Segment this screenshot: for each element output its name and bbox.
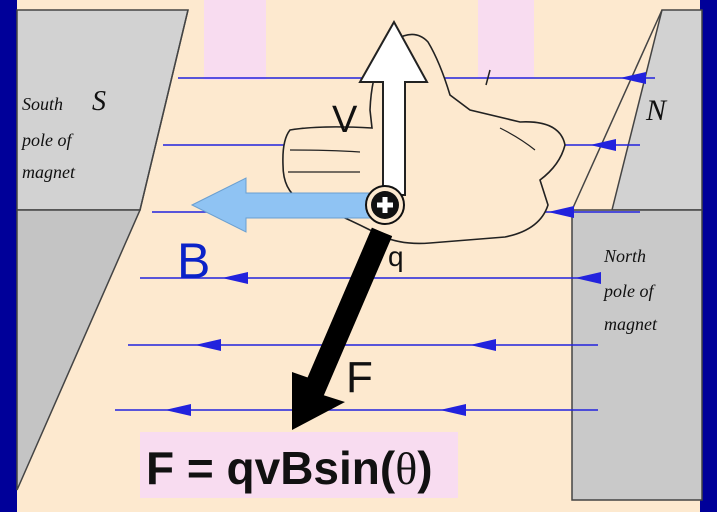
field-line-arrowhead — [620, 72, 646, 84]
field-line-arrowhead — [470, 339, 496, 351]
field-line-arrowhead — [165, 404, 191, 416]
north-caption-line3: magnet — [604, 314, 658, 334]
force-arrow — [292, 227, 393, 430]
south-caption-line2: pole of — [20, 130, 74, 150]
charge-label: q — [388, 241, 404, 272]
field-line-arrowhead — [195, 339, 221, 351]
positive-charge-icon: + — [0, 0, 405, 225]
south-magnet — [16, 9, 189, 491]
south-caption-line1: South — [22, 94, 63, 114]
formula-theta: θ — [395, 443, 417, 494]
velocity-label: V — [332, 99, 358, 141]
north-magnet — [571, 9, 703, 501]
field-line-arrowhead — [222, 272, 248, 284]
field-label: B — [177, 233, 210, 289]
formula: F = qvBsin(θ) — [146, 442, 433, 494]
south-caption-line3: magnet — [22, 162, 76, 182]
force-label: F — [346, 353, 373, 402]
top-highlight-left — [204, 0, 266, 80]
formula-highlight — [140, 432, 458, 498]
top-highlight-right — [478, 0, 534, 78]
field-line-arrowhead — [590, 139, 616, 151]
north-letter: N — [645, 94, 668, 127]
formula-right: ) — [417, 442, 432, 494]
charge-sign: + — [0, 0, 1, 1]
formula-left: F = qvBsin( — [146, 442, 396, 494]
north-caption-line2: pole of — [602, 281, 656, 301]
south-letter: S — [92, 86, 106, 117]
north-caption-line1: North — [603, 246, 646, 266]
field-line-arrowhead — [548, 206, 574, 218]
field-line-arrowhead — [575, 272, 601, 284]
field-line-arrowhead — [440, 404, 466, 416]
